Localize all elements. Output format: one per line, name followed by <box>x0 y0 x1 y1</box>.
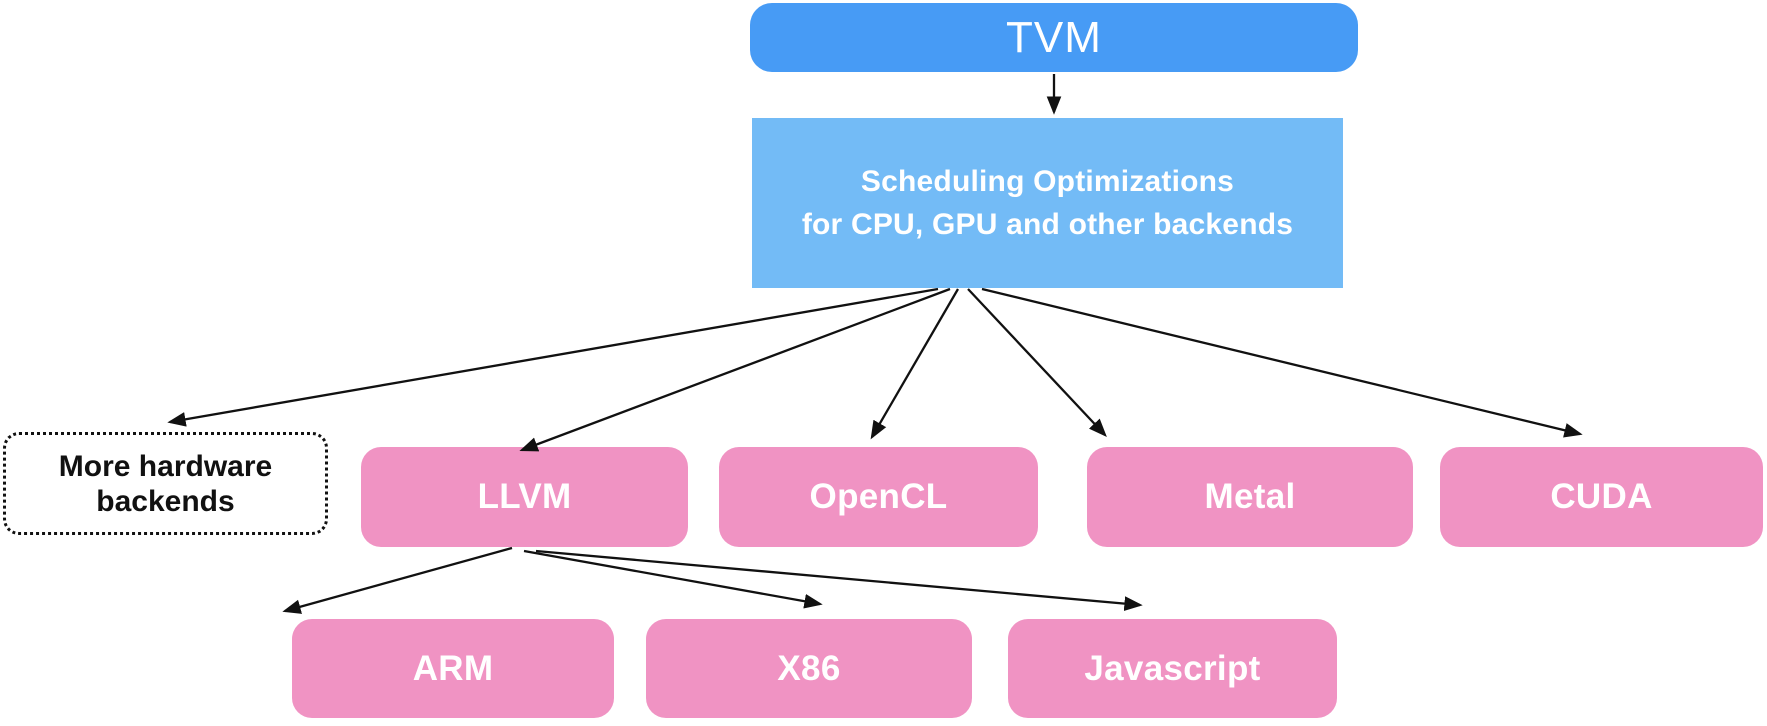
node-arm: ARM <box>292 619 614 718</box>
node-opencl-label: OpenCL <box>809 477 948 516</box>
arrow-scheduling-to-opencl <box>870 288 959 440</box>
node-x86: X86 <box>646 619 972 718</box>
node-llvm: LLVM <box>361 447 688 547</box>
node-scheduling-optimizations: Scheduling Optimizations for CPU, GPU an… <box>752 118 1343 288</box>
node-javascript-label: Javascript <box>1084 648 1261 688</box>
node-cuda-label: CUDA <box>1550 477 1653 516</box>
arrow-scheduling-to-cuda <box>981 287 1583 438</box>
node-arm-label: ARM <box>412 648 494 688</box>
node-javascript: Javascript <box>1008 619 1337 718</box>
arrow-scheduling-to-metal <box>967 288 1107 438</box>
node-cuda: CUDA <box>1440 447 1763 547</box>
node-scheduling-label-line1: Scheduling Optimizations <box>860 165 1235 198</box>
node-scheduling-label-line2: for CPU, GPU and other backends <box>801 208 1294 241</box>
node-metal-label: Metal <box>1204 477 1296 516</box>
node-more-hardware-label-line1: More hardware <box>58 449 273 483</box>
arrow-llvm-to-javascript <box>535 549 1143 611</box>
node-x86-label: X86 <box>777 648 841 688</box>
arrow-scheduling-to-more_hardware <box>167 287 939 427</box>
node-tvm: TVM <box>750 3 1358 72</box>
node-llvm-label: LLVM <box>477 477 572 516</box>
node-more-hardware-label-line2: backends <box>96 484 235 518</box>
node-more-hardware-backends: More hardware backends <box>3 432 328 535</box>
arrow-scheduling-to-llvm <box>519 287 951 452</box>
arrow-llvm-to-arm <box>282 546 513 614</box>
node-tvm-label: TVM <box>1006 12 1102 62</box>
node-opencl: OpenCL <box>719 447 1038 547</box>
node-metal: Metal <box>1087 447 1413 547</box>
arrow-llvm-to-x86 <box>523 549 823 609</box>
